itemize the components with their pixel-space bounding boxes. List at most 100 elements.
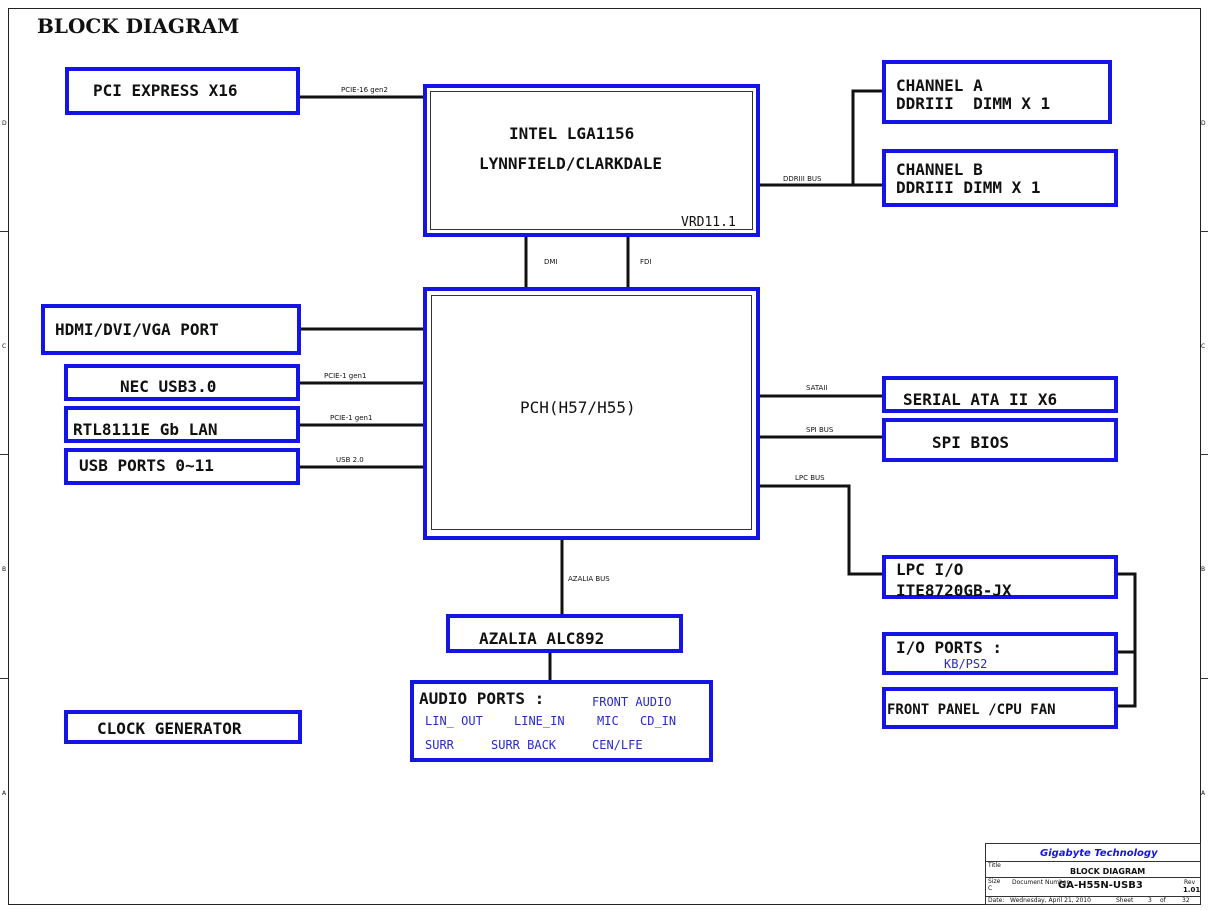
zone-letter-left-d: D xyxy=(2,120,7,127)
lpc-io-label: LPC I/O xyxy=(896,560,964,579)
audio-ports-label: AUDIO PORTS : xyxy=(419,689,545,708)
front-panel-block: FRONT PANEL /CPU FAN xyxy=(882,687,1118,729)
total-sheets: 32 xyxy=(1182,897,1190,904)
audio-surr-label: SURR xyxy=(425,738,454,752)
usb-ports-block: USB PORTS 0~11 xyxy=(64,448,300,485)
cpu-label-line1: INTEL LGA1156 xyxy=(509,124,635,143)
zone-letter-right-a: A xyxy=(1201,790,1206,797)
audio-surr-back-label: SURR BACK xyxy=(491,738,557,752)
azalia-block: AZALIA ALC892 xyxy=(446,614,683,653)
pcie-x16-label: PCI EXPRESS X16 xyxy=(93,81,238,100)
title-row-divider xyxy=(986,861,1200,862)
bus-label-fdi: FDI xyxy=(640,258,652,266)
spi-bios-block: SPI BIOS xyxy=(882,418,1118,462)
channel-b-dimm-label: DDRIII DIMM X 1 xyxy=(896,178,1041,197)
nec-usb3-label: NEC USB3.0 xyxy=(120,377,217,396)
pch-inner-border xyxy=(431,295,752,530)
date-row-divider xyxy=(986,896,1200,897)
usb-ports-label: USB PORTS 0~11 xyxy=(79,456,214,475)
channel-a-dimm-label: DDRIII DIMM X 1 xyxy=(896,94,1051,113)
rtl-lan-label: RTL8111E Gb LAN xyxy=(73,420,218,439)
clock-generator-block: CLOCK GENERATOR xyxy=(64,710,302,744)
zone-tick xyxy=(0,231,8,232)
drawing-frame xyxy=(8,8,1201,905)
pcie-x16-block: PCI EXPRESS X16 xyxy=(65,67,300,115)
date: Wednesday, April 21, 2010 xyxy=(1010,897,1091,904)
channel-a-block: CHANNEL A DDRIII DIMM X 1 xyxy=(882,60,1112,124)
zone-tick xyxy=(0,454,8,455)
zone-tick xyxy=(0,678,8,679)
zone-letter-right-b: B xyxy=(1201,566,1206,573)
rev-label: Rev xyxy=(1184,879,1196,886)
spi-bios-label: SPI BIOS xyxy=(932,433,1010,452)
docnum: GA-H55N-USB3 xyxy=(1058,880,1143,891)
bus-label-pcie1-nec: PCIE-1 gen1 xyxy=(324,372,367,380)
bus-label-pcie1-rtl: PCIE-1 gen1 xyxy=(330,414,373,422)
audio-line-in-label: LINE_IN xyxy=(514,714,565,728)
company-name: Gigabyte Technology xyxy=(1040,848,1158,859)
audio-cd-in-label: CD_IN xyxy=(640,714,677,728)
lpc-io-block: LPC I/O ITE8720GB-JX xyxy=(882,555,1118,600)
zone-letter-right-c: C xyxy=(1201,343,1206,350)
zone-tick xyxy=(1200,231,1208,232)
zone-letter-left-c: C xyxy=(2,343,7,350)
audio-cen-lfe-label: CEN/LFE xyxy=(592,738,643,752)
clock-generator-label: CLOCK GENERATOR xyxy=(97,719,242,738)
bus-label-pcie16: PCIE-16 gen2 xyxy=(341,86,388,94)
hdmi-dvi-vga-block: HDMI/DVI/VGA PORT xyxy=(41,304,301,355)
of-label: of xyxy=(1160,897,1166,904)
cpu-inner-border xyxy=(430,91,753,230)
lpc-io-chip-label: ITE8720GB-JX xyxy=(896,581,1012,600)
audio-mic-label: MIC xyxy=(597,714,619,728)
pch-label: PCH(H57/H55) xyxy=(520,398,636,417)
audio-ports-block: AUDIO PORTS : FRONT AUDIO LIN_ OUT LINE_… xyxy=(410,680,713,762)
pch-block: PCH(H57/H55) xyxy=(423,287,760,540)
bus-label-azalia: AZALIA BUS xyxy=(568,575,610,583)
diagram-title: BLOCK DIAGRAM xyxy=(37,14,240,38)
size-label: Size xyxy=(988,878,1001,885)
bus-label-lpc: LPC BUS xyxy=(795,474,825,482)
sata-block: SERIAL ATA II X6 xyxy=(882,376,1118,413)
zone-letter-left-b: B xyxy=(2,566,7,573)
audio-front-label: FRONT AUDIO xyxy=(592,695,672,709)
hdmi-dvi-vga-label: HDMI/DVI/VGA PORT xyxy=(55,320,219,339)
title-label: Title xyxy=(988,862,1001,869)
channel-a-label: CHANNEL A xyxy=(896,76,983,95)
io-ports-block: I/O PORTS : KB/PS2 xyxy=(882,632,1118,675)
front-panel-label: FRONT PANEL /CPU FAN xyxy=(887,702,1056,718)
cpu-label-line2: LYNNFIELD/CLARKDALE xyxy=(479,154,663,173)
bus-label-dmi: DMI xyxy=(544,258,558,266)
cpu-vrd-label: VRD11.1 xyxy=(681,215,736,230)
audio-lin-out-label: LIN_ OUT xyxy=(425,714,483,728)
cpu-block: INTEL LGA1156 LYNNFIELD/CLARKDALE VRD11.… xyxy=(423,84,760,237)
size-row-divider xyxy=(986,877,1200,878)
zone-letter-right-d: D xyxy=(1201,120,1206,127)
channel-b-label: CHANNEL B xyxy=(896,160,983,179)
io-ports-kb-label: KB/PS2 xyxy=(944,657,988,671)
sheet: 3 xyxy=(1148,897,1152,904)
bus-label-usb20: USB 2.0 xyxy=(336,456,364,464)
bus-label-spi: SPI BUS xyxy=(806,426,834,434)
io-ports-label: I/O PORTS : xyxy=(896,638,1002,657)
line-lpc xyxy=(758,484,885,576)
nec-usb3-block: NEC USB3.0 xyxy=(64,364,300,401)
doc-title: BLOCK DIAGRAM xyxy=(1070,867,1146,876)
zone-tick xyxy=(1200,454,1208,455)
date-label: Date: xyxy=(988,897,1005,904)
docnum-label: Document Number xyxy=(1012,879,1070,886)
bus-label-sata: SATAII xyxy=(806,384,828,392)
rev: 1.01 xyxy=(1183,886,1201,894)
azalia-label: AZALIA ALC892 xyxy=(479,629,605,648)
rtl-lan-block: RTL8111E Gb LAN xyxy=(64,406,300,443)
size-value: C xyxy=(988,885,993,892)
line-ch-a xyxy=(851,89,885,185)
sheet-label: Sheet xyxy=(1116,897,1134,904)
sata-label: SERIAL ATA II X6 xyxy=(903,390,1058,409)
bus-label-ddr: DDRIII BUS xyxy=(783,175,822,183)
zone-letter-left-a: A xyxy=(2,790,7,797)
line-lpc-bus xyxy=(1115,572,1137,708)
zone-tick xyxy=(1200,678,1208,679)
title-block: Gigabyte Technology Title BLOCK DIAGRAM … xyxy=(985,843,1201,905)
channel-b-block: CHANNEL B DDRIII DIMM X 1 xyxy=(882,149,1118,207)
